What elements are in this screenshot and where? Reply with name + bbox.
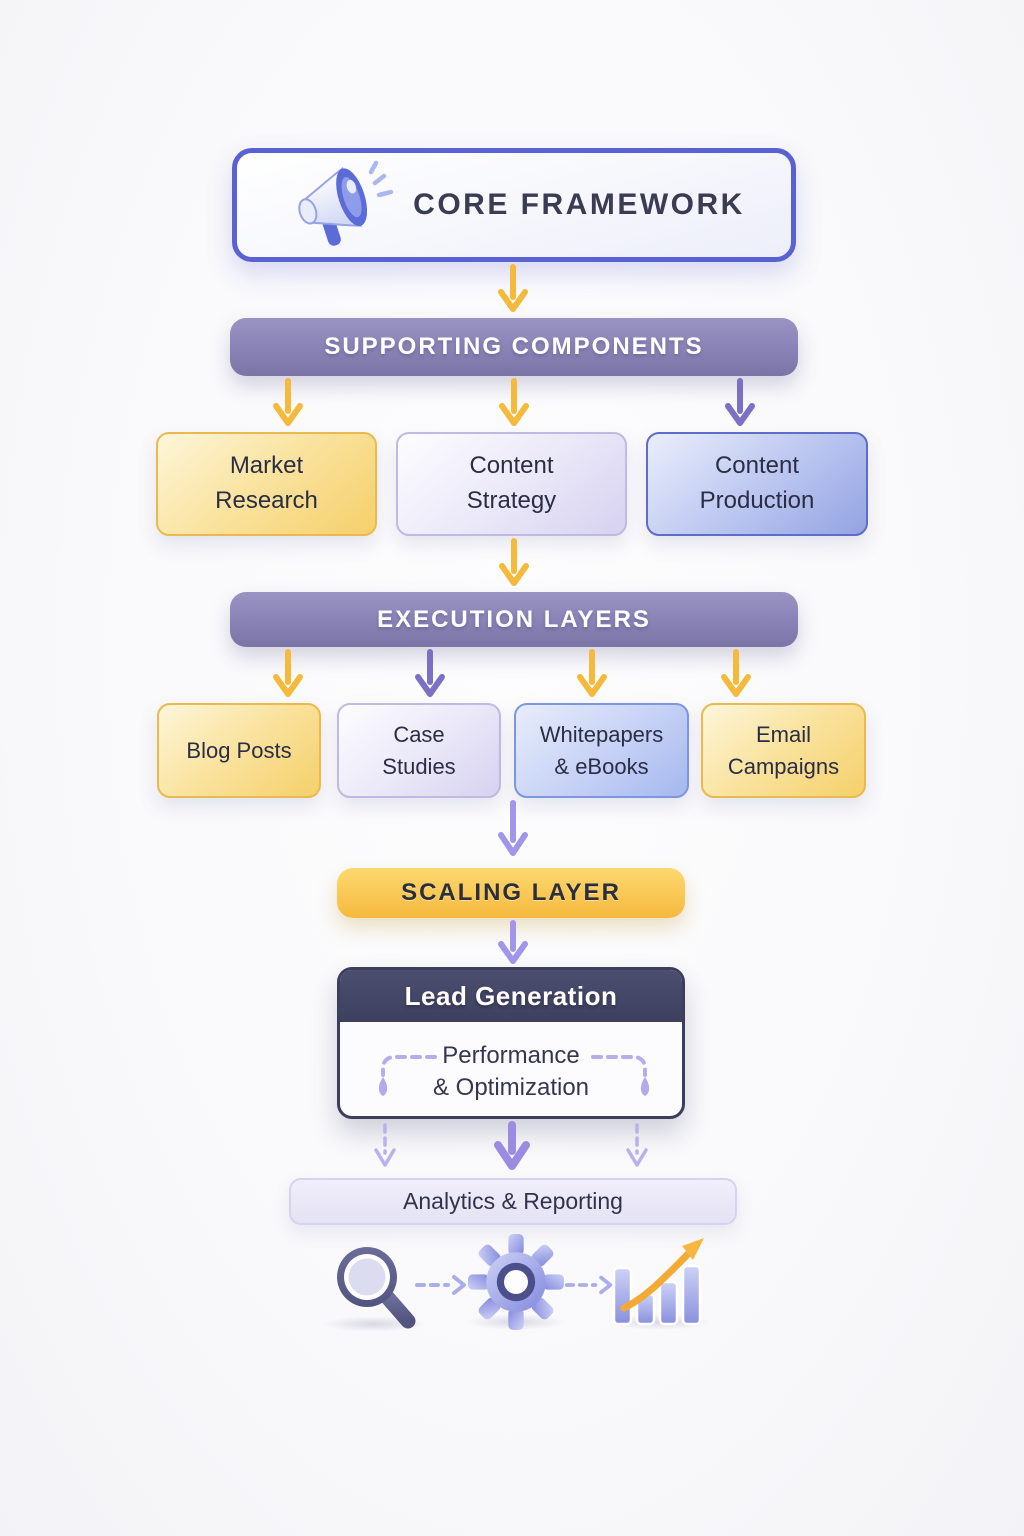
performance-optimization-label: Performance & Optimization [432, 1041, 590, 1101]
supporting-components-banner: SUPPORTING COMPONENTS [230, 318, 798, 376]
node-email-campaigns: Email Campaigns [701, 703, 866, 798]
execution-layers-banner: EXECUTION LAYERS [230, 592, 798, 647]
arrow-down-icon [273, 378, 303, 426]
arrow-down-icon [494, 1121, 530, 1170]
arrow-down-icon [721, 649, 751, 697]
scaling-layer-banner: SCALING LAYER [337, 868, 685, 918]
megaphone-icon [298, 160, 394, 246]
dashed-arrow-right-icon [415, 1275, 466, 1295]
arrow-down-icon [725, 378, 755, 426]
analytics-reporting-bar: Analytics & Reporting [289, 1178, 737, 1225]
node-whitepapers-ebooks: Whitepapers & eBooks [514, 703, 689, 798]
node-content-strategy: Content Strategy [396, 432, 627, 536]
dashed-arrow-down-icon [374, 1123, 396, 1167]
node-blog-posts: Blog Posts [157, 703, 321, 798]
arrow-down-icon [577, 649, 607, 697]
node-case-studies: Case Studies [337, 703, 501, 798]
dashed-arrow-down-icon [626, 1123, 648, 1167]
arrow-down-icon [498, 264, 528, 312]
core-framework-box: CORE FRAMEWORK [232, 148, 796, 262]
arrow-down-icon [499, 538, 529, 586]
dashed-elbow-right-icon [591, 1055, 650, 1096]
node-market-research: Market Research [156, 432, 377, 536]
node-content-production: Content Production [646, 432, 868, 536]
arrow-down-icon [415, 649, 445, 697]
arrow-down-icon [498, 800, 528, 856]
lead-generation-card: Lead Generation Performance & Optimizati… [337, 967, 685, 1119]
arrow-down-icon [273, 649, 303, 697]
core-framework-title: CORE FRAMEWORK [413, 188, 745, 221]
gear-icon [468, 1234, 564, 1330]
dashed-arrow-right-icon [564, 1275, 613, 1295]
arrow-down-icon [499, 378, 529, 426]
dashed-elbow-left-icon [378, 1055, 437, 1096]
magnifier-icon [337, 1247, 416, 1329]
arrow-down-icon [498, 920, 528, 964]
bar-growth-icon [612, 1238, 704, 1326]
lead-generation-header: Lead Generation [340, 970, 682, 1022]
